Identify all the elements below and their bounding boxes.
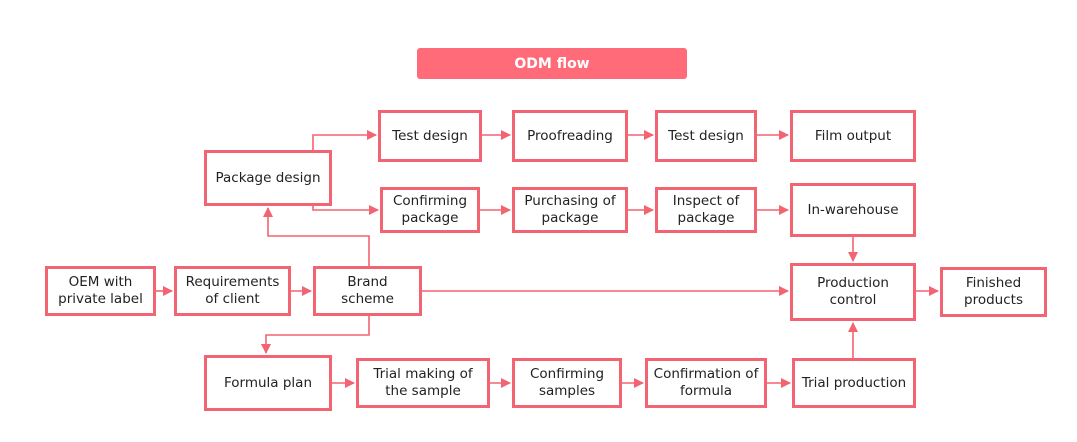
node-purchasing-package: Purchasing of package <box>512 187 628 233</box>
node-formula-plan: Formula plan <box>204 355 332 411</box>
node-in-warehouse: In-warehouse <box>790 183 916 237</box>
node-test-design-1: Test design <box>378 110 482 162</box>
node-production-control: Production control <box>790 263 916 321</box>
arrow-brand-to-package <box>263 207 370 266</box>
node-test-design-2: Test design <box>655 110 757 162</box>
node-brand-scheme: Brand scheme <box>313 266 422 316</box>
diagram-title: ODM flow <box>417 48 687 79</box>
node-confirming-package: Confirming package <box>380 187 480 233</box>
node-package-design: Package design <box>204 150 332 206</box>
node-trial-production: Trial production <box>792 358 916 408</box>
node-finished-products: Finished products <box>940 267 1047 317</box>
arrow-package-to-confirming <box>312 205 379 215</box>
node-confirming-samples: Confirming samples <box>512 358 622 408</box>
node-proofreading: Proofreading <box>512 110 628 162</box>
node-confirmation-of-formula: Confirmation of formula <box>645 358 767 408</box>
arrow-brand-to-formula <box>261 316 370 354</box>
node-requirements-of-client: Requirements of client <box>174 266 291 316</box>
node-trial-making-sample: Trial making of the sample <box>356 358 490 408</box>
node-oem-private-label: OEM with private label <box>45 266 156 316</box>
node-film-output: Film output <box>790 110 916 162</box>
arrow-package-to-test-design <box>312 130 377 150</box>
node-inspect-package: Inspect of package <box>655 187 757 233</box>
